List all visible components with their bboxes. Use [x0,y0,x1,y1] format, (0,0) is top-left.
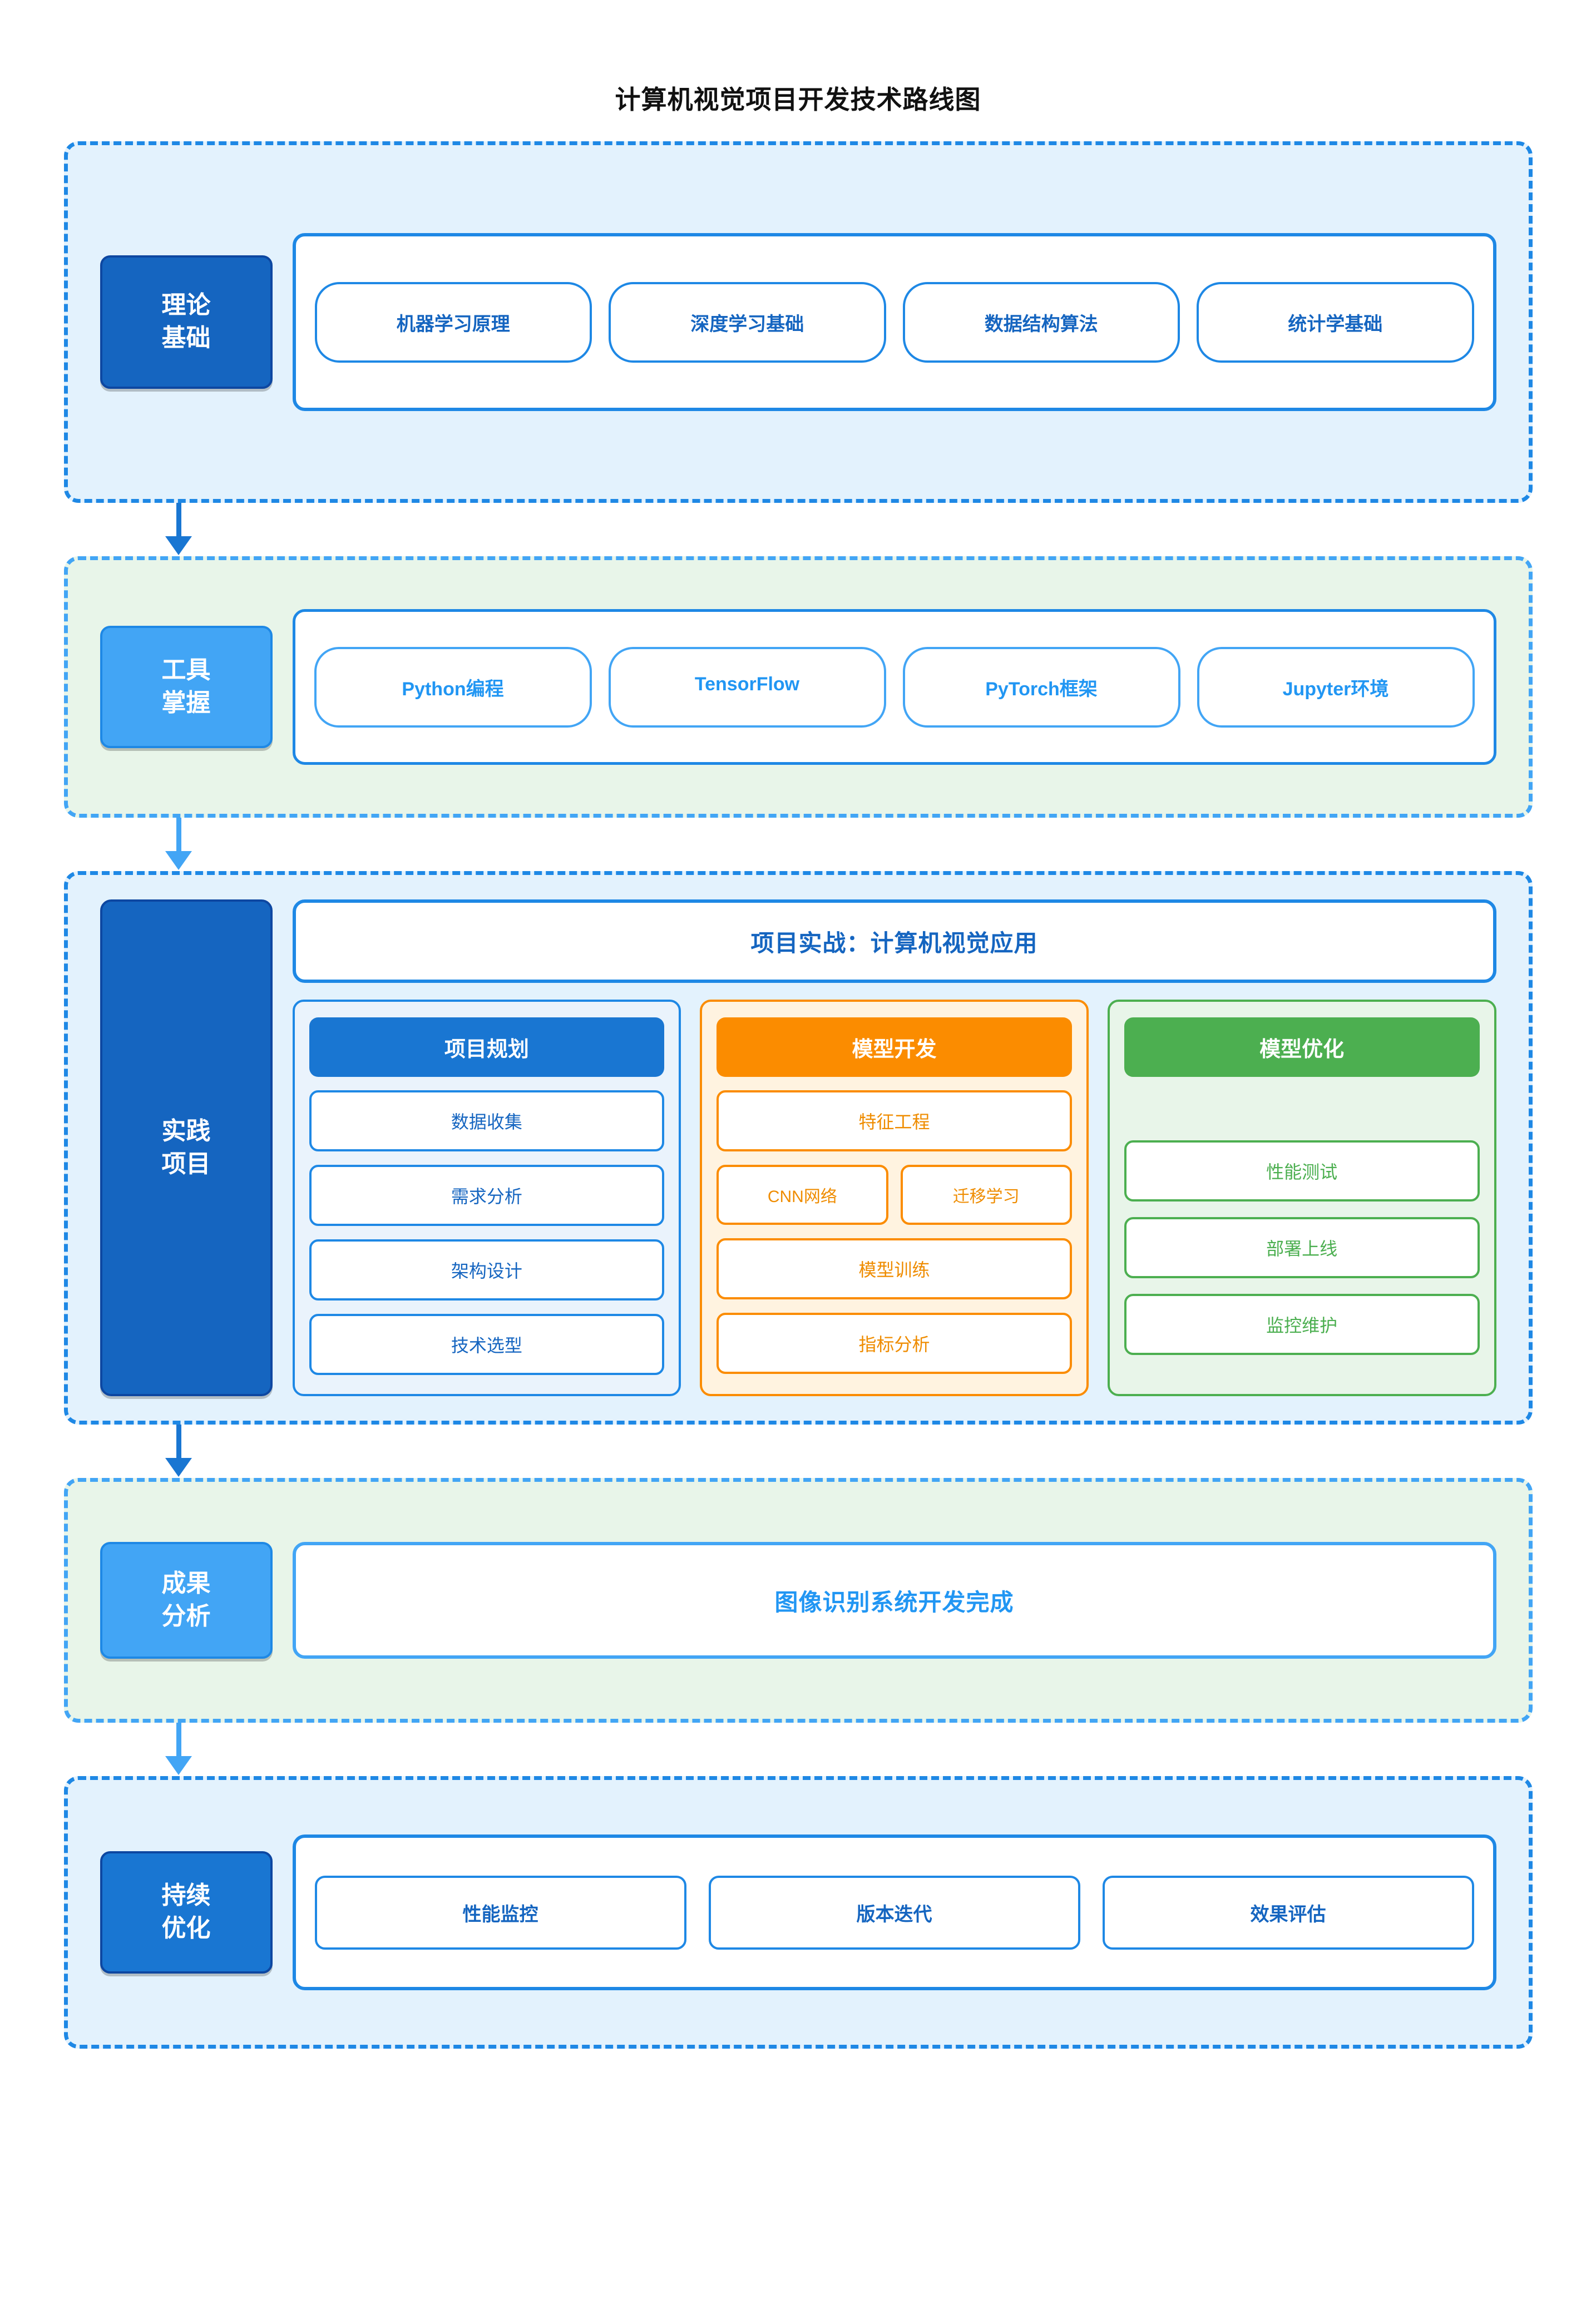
stage-label-line-1: 实践 [161,1117,211,1145]
practice-body: 项目实战：计算机视觉应用 项目规划 数据收集 需求分析 架构设计 技术选型 模型… [292,899,1496,1396]
skill-pill[interactable]: 统计学基础 [1197,281,1474,363]
skill-pill[interactable]: PyTorch框架 [902,646,1180,728]
stage-band-results: 成果 分析 图像识别系统开发完成 [63,1478,1533,1723]
skill-pill[interactable]: TensorFlow [608,646,886,728]
stage-label-tools[interactable]: 工具 掌握 [100,626,273,748]
arrow-head-icon [165,851,192,870]
stage-label-optimize[interactable]: 持续 优化 [100,1851,273,1974]
skill-pill[interactable]: Jupyter环境 [1197,646,1475,728]
practice-column-optimization: 模型优化 性能测试 部署上线 监控维护 [1107,1000,1496,1396]
stage-band-practice: 实践 项目 项目实战：计算机视觉应用 项目规划 数据收集 需求分析 架构设计 技… [63,871,1533,1425]
arrow-shaft [176,1425,181,1461]
stage-label-line-1: 成果 [161,1570,211,1598]
skill-pill-row-theory: 机器学习原理 深度学习基础 数据结构算法 统计学基础 [314,281,1474,363]
roadmap-flow: 理论 基础 机器学习原理 深度学习基础 数据结构算法 统计学基础 工具 [63,82,1533,2049]
stage-label-line-2: 项目 [161,1150,211,1178]
skill-pill[interactable]: 版本迭代 [708,1875,1080,1950]
skill-pill[interactable]: 效果评估 [1102,1875,1474,1950]
stage-band-optimize: 持续 优化 性能监控 版本迭代 效果评估 [63,1776,1533,2049]
stage-label-line-2: 分析 [161,1603,211,1630]
stage-label-line-2: 掌握 [161,689,211,716]
column-header: 项目规划 [309,1017,665,1077]
arrow-head-icon [165,536,192,555]
column-header: 模型开发 [717,1017,1072,1077]
skill-pill[interactable]: Python编程 [314,646,592,728]
stage-label-line-2: 优化 [161,1915,211,1942]
connector-results-to-optimize [64,1723,1533,1776]
arrow-shaft [176,818,181,854]
task-card[interactable]: 性能测试 [1124,1140,1480,1201]
practice-column-modeling: 模型开发 特征工程 CNN网络 迁移学习 模型训练 指标分析 [700,1000,1089,1396]
stage-label-line-2: 基础 [161,324,211,352]
skill-pill[interactable]: 机器学习原理 [314,281,592,363]
task-card[interactable]: 架构设计 [309,1239,665,1301]
task-card[interactable]: 数据收集 [309,1090,665,1151]
task-card[interactable]: 迁移学习 [900,1165,1072,1225]
arrow-shaft [176,503,181,540]
project-banner: 项目实战：计算机视觉应用 [292,899,1496,983]
arrow-shaft [176,1723,181,1759]
stage-label-line-1: 理论 [161,291,211,319]
stage-panel-tools: Python编程 TensorFlow PyTorch框架 Jupyter环境 [292,609,1496,765]
task-card[interactable]: 技术选型 [309,1314,665,1375]
green-task-group: 性能测试 部署上线 监控维护 [1124,1138,1480,1355]
skill-pill[interactable]: 数据结构算法 [902,281,1180,363]
column-header: 模型优化 [1124,1017,1480,1077]
task-card[interactable]: 特征工程 [717,1090,1072,1151]
connector-tools-to-practice [64,818,1533,871]
stage-label-results[interactable]: 成果 分析 [100,1542,273,1659]
task-card[interactable]: 需求分析 [309,1165,665,1226]
skill-pill[interactable]: 深度学习基础 [609,281,886,363]
skill-pill[interactable]: 性能监控 [314,1875,686,1950]
stage-label-line-1: 持续 [161,1882,211,1910]
practice-column-planning: 项目规划 数据收集 需求分析 架构设计 技术选型 [292,1000,681,1396]
skill-pill-row-tools: Python编程 TensorFlow PyTorch框架 Jupyter环境 [314,646,1475,728]
stage-label-line-1: 工具 [161,656,211,684]
connector-theory-to-tools [64,503,1533,556]
stage-band-theory: 理论 基础 机器学习原理 深度学习基础 数据结构算法 统计学基础 [63,141,1533,503]
stage-label-theory[interactable]: 理论 基础 [100,255,273,389]
task-card[interactable]: 部署上线 [1124,1217,1480,1278]
skill-pill-row-optimize: 性能监控 版本迭代 效果评估 [314,1875,1474,1950]
arrow-head-icon [165,1458,192,1477]
practice-columns: 项目规划 数据收集 需求分析 架构设计 技术选型 模型开发 特征工程 CNN网络… [292,1000,1496,1396]
stage-panel-theory: 机器学习原理 深度学习基础 数据结构算法 统计学基础 [292,233,1496,411]
result-panel: 图像识别系统开发完成 [292,1542,1496,1659]
arrow-head-icon [165,1756,192,1775]
stage-panel-optimize: 性能监控 版本迭代 效果评估 [292,1835,1496,1990]
task-card[interactable]: 模型训练 [717,1238,1072,1299]
page-title: 计算机视觉项目开发技术路线图 [615,85,981,114]
task-pair-row: CNN网络 迁移学习 [717,1165,1072,1225]
task-card[interactable]: CNN网络 [717,1165,888,1225]
stage-label-practice[interactable]: 实践 项目 [100,899,273,1396]
task-card[interactable]: 监控维护 [1124,1294,1480,1355]
task-card[interactable]: 指标分析 [717,1313,1072,1374]
stage-band-tools: 工具 掌握 Python编程 TensorFlow PyTorch框架 Jupy… [63,556,1533,818]
connector-practice-to-results [64,1425,1533,1478]
